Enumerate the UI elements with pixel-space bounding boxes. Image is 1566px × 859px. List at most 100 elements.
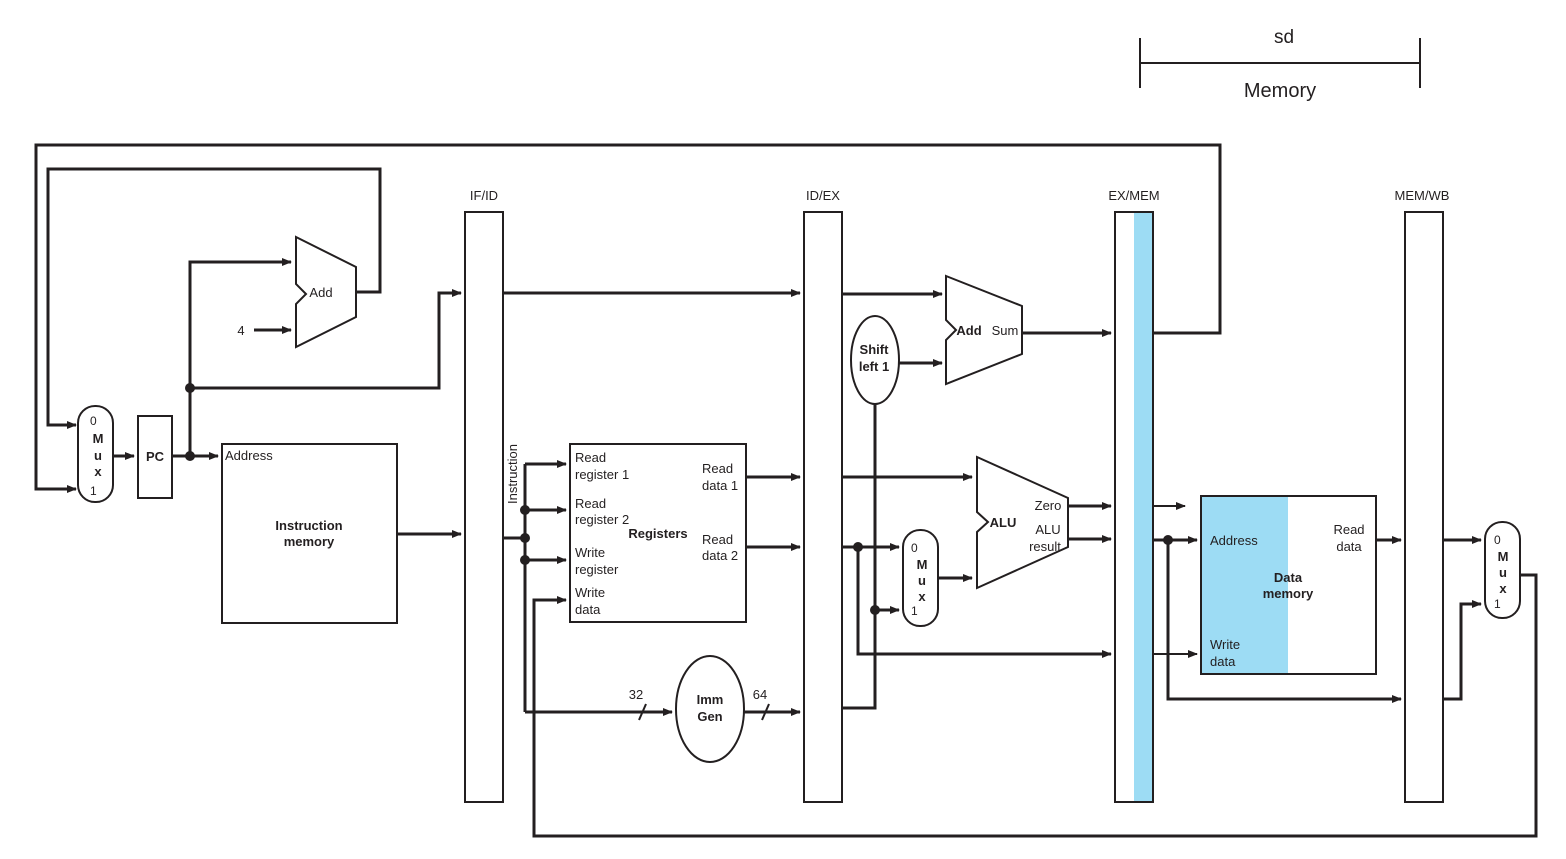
alu-mux-m: M — [917, 557, 928, 572]
write-back-data-wire — [532, 573, 1538, 838]
mem-wb-register — [1404, 211, 1444, 803]
pc-output-junction — [185, 451, 195, 461]
pc-adder — [295, 235, 357, 349]
registers-title: Registers — [628, 526, 687, 541]
dmem-read-data-line-2: data — [1336, 539, 1362, 554]
data-memory-highlight — [1202, 497, 1288, 673]
imem-title-2: memory — [284, 534, 335, 549]
pc-mux-input-1: 1 — [90, 484, 97, 498]
dmem-address-label: Address — [1210, 533, 1258, 548]
instruction-memory — [221, 443, 398, 624]
read-data-1-line-2: data 1 — [702, 478, 738, 493]
alu-result-line-1: ALU — [1035, 522, 1060, 537]
wb-mux-u: u — [1499, 565, 1507, 580]
bus-junction-3 — [520, 555, 530, 565]
imm-width-in-slash — [638, 703, 647, 721]
address-junction — [1163, 535, 1173, 545]
read-data-2-junction — [853, 542, 863, 552]
wb-stage: 0 M u x 1 — [1443, 521, 1521, 619]
bus-junction-1 — [520, 505, 530, 515]
mem-wb-to-mux-1-wire — [1443, 600, 1482, 701]
alu-title: ALU — [990, 515, 1017, 530]
pc-source-mux — [77, 405, 114, 503]
id-ex-register — [803, 211, 843, 803]
id-ex-label: ID/EX — [806, 188, 840, 203]
imm-to-shift-wire — [842, 400, 877, 710]
shift-line-1: Shift — [860, 342, 890, 357]
alu-mux-u: u — [918, 573, 926, 588]
imm-gen-line-1: Imm — [697, 692, 724, 707]
read-data-2-to-ex-mem-wire — [856, 547, 1112, 658]
id-stage: Instruction Read register 1 Read registe… — [503, 289, 801, 763]
pc-adder-label: Add — [309, 285, 332, 300]
alu-mux-x: x — [918, 589, 926, 604]
alu-mux-input-1: 1 — [911, 604, 918, 618]
write-data-line-1: Write — [575, 585, 605, 600]
dmem-title-2: memory — [1263, 586, 1314, 601]
branch-adder — [945, 274, 1023, 386]
ex-mem-highlight — [1134, 213, 1152, 801]
write-register-line-1: Write — [575, 545, 605, 560]
dmem-write-data-line-2: data — [1210, 654, 1236, 669]
alu-result-to-mem-wb-wire — [1166, 540, 1402, 703]
wb-mux-input-0: 0 — [1494, 533, 1501, 547]
imm-gen — [675, 655, 745, 763]
if-id-register — [464, 211, 504, 803]
mem-wb-label: MEM/WB — [1395, 188, 1450, 203]
write-back-mux — [1484, 521, 1521, 619]
imem-address-label: Address — [225, 448, 273, 463]
wb-mux-input-1: 1 — [1494, 597, 1501, 611]
branch-target-feedback-wire — [34, 143, 1222, 493]
read-register-1-line-1: Read — [575, 450, 606, 465]
wb-mux-m: M — [1498, 549, 1509, 564]
read-register-2-line-1: Read — [575, 496, 606, 511]
write-register-line-2: register — [575, 562, 619, 577]
dmem-read-data-line-1: Read — [1333, 522, 1364, 537]
pc-plus-4-feedback-wire — [46, 167, 382, 429]
alu-mux-input-0: 0 — [911, 541, 918, 555]
alu-zero-label: Zero — [1035, 498, 1062, 513]
shift-line-2: left 1 — [859, 359, 889, 374]
ex-mem-label: EX/MEM — [1108, 188, 1159, 203]
pc-mux-input-0: 0 — [90, 414, 97, 428]
read-data-2-line-1: Read — [702, 532, 733, 547]
imm-gen-line-2: Gen — [697, 709, 722, 724]
read-register-1-line-2: register 1 — [575, 467, 629, 482]
stage-instruction: sd — [1274, 27, 1294, 48]
wb-mux-x: x — [1499, 581, 1507, 596]
read-data-1-line-1: Read — [702, 461, 733, 476]
pc-to-adder-wire — [188, 258, 292, 456]
shift-left-1 — [850, 315, 900, 405]
alu-result-line-2: result — [1029, 539, 1061, 554]
pc-mux-m: M — [93, 431, 104, 446]
ex-stage: Shift left 1 Add Sum 0 M u x 1 ALU Zero … — [842, 274, 1112, 710]
stage-name: Memory — [1244, 80, 1316, 102]
write-data-line-2: data — [575, 602, 601, 617]
imm-junction — [870, 605, 880, 615]
imm-width-in: 32 — [629, 687, 643, 702]
instruction-bus-label: Instruction — [505, 444, 520, 504]
pc-mux-x: x — [94, 464, 102, 479]
read-data-2-line-2: data 2 — [702, 548, 738, 563]
mem-stage: Address Data memory Read data Write data — [1153, 495, 1402, 703]
if-id-label: IF/ID — [470, 188, 498, 203]
pc-mux-u: u — [94, 448, 102, 463]
pc-register — [137, 415, 173, 499]
const-four: 4 — [237, 323, 244, 338]
bus-junction-2 — [520, 533, 530, 543]
imm-width-out: 64 — [753, 687, 767, 702]
dmem-title-1: Data — [1274, 570, 1303, 585]
pc-branch-junction — [185, 383, 195, 393]
if-stage: 0 M u x 1 PC 4 Add Address Instruction m… — [77, 235, 462, 624]
register-file — [569, 443, 747, 623]
pc-label: PC — [146, 449, 165, 464]
stage-header: sd Memory — [1139, 27, 1421, 102]
imem-title-1: Instruction — [275, 518, 342, 533]
branch-adder-label: Add — [956, 323, 981, 338]
pc-to-if-id-wire — [190, 289, 462, 390]
branch-adder-sum-label: Sum — [992, 323, 1019, 338]
pipeline-registers: IF/ID ID/EX EX/MEM MEM/WB — [464, 188, 1450, 803]
dmem-write-data-line-1: Write — [1210, 637, 1240, 652]
